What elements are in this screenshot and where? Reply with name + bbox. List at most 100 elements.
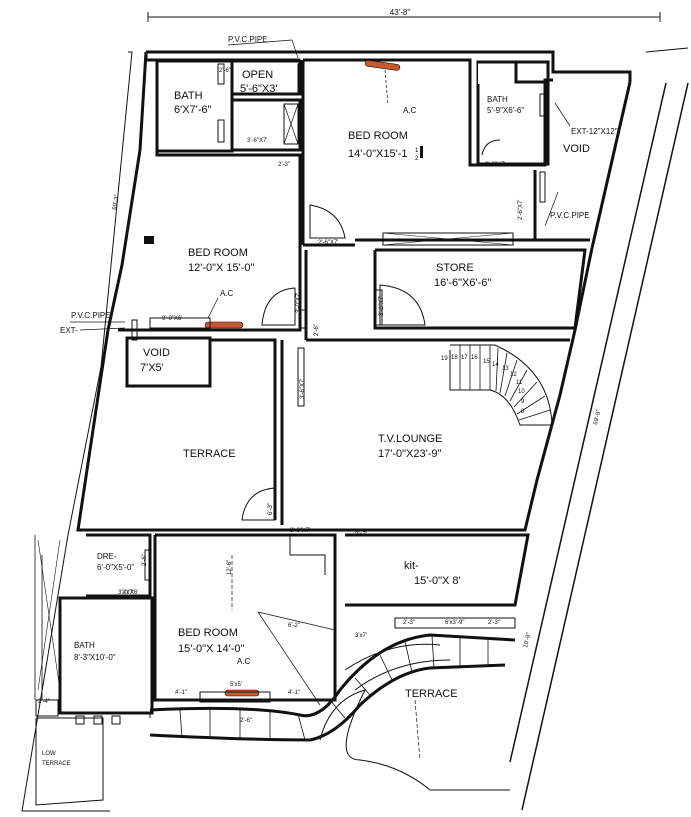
- right-depth-label-b: 10'-9": [523, 632, 532, 648]
- terrace-left-label: TERRACE: [183, 448, 236, 460]
- stair-8: 8: [521, 409, 525, 415]
- room-bath-top-left: BATH 6'X7'-6": [155, 59, 234, 153]
- staircase: 19 18 17 16 15 14 13 12 11 10 9 8: [441, 344, 553, 426]
- store-name: STORE: [436, 262, 474, 274]
- dim-d24: 4'-1": [288, 690, 300, 696]
- stair-15: 15: [483, 359, 490, 365]
- dim-d6: 2'-6"X7': [485, 162, 505, 168]
- pvc-pipe-left: P.V.C.PIPE EXT-: [60, 311, 126, 335]
- dim-d21: 3'x7': [355, 633, 367, 639]
- room-open: OPEN 5'-6"X3': [230, 59, 302, 152]
- ac-mid-label: A.C: [220, 289, 234, 298]
- dim-d10: 9'-0"X6': [162, 316, 182, 322]
- dim-d20: 2'-3": [488, 620, 500, 626]
- left-boundary: 69'-3": [21, 51, 133, 812]
- void-left-size: 7'X5': [140, 362, 164, 374]
- ext-left-label: EXT-: [60, 326, 78, 335]
- store-size: 16'-6"X6'-6": [434, 277, 491, 289]
- dim-d22: 6'-2": [288, 623, 300, 629]
- stair-14: 14: [492, 362, 499, 368]
- dim-d25: 2'-4": [38, 699, 50, 705]
- dim-d4: 2'-6"X7': [318, 240, 338, 246]
- room-store: STORE 16'-6"X6'-6": [373, 248, 587, 330]
- dim-d18: 6'x3'-9": [445, 620, 464, 626]
- void-right-label: VOID: [563, 143, 590, 155]
- dim-d27: 5'x5': [230, 682, 242, 688]
- dim-d28: 12'-6": [227, 560, 233, 575]
- overall-width-dimension: 43'-8": [147, 8, 661, 22]
- pvc-pipe-top-label: P.V.C.PIPE: [228, 35, 268, 44]
- bedroom-top-frac-num: 1: [415, 148, 419, 154]
- room-kitchen: kit- 15'-0"X 8' 3'x7' 3'x7' 2'-3" 6'x3'-…: [345, 532, 530, 639]
- room-terrace-bottom: TERRACE 2'-6": [149, 633, 516, 791]
- door-terrace-left: [241, 487, 276, 521]
- dim-d2: 2'-6": [314, 324, 320, 336]
- bedroom-mid-name: BED ROOM: [188, 247, 248, 259]
- bedroom-bottom-size: 15'-0"X 14'-0": [178, 643, 245, 655]
- terrace-bottom-label: TERRACE: [405, 688, 458, 700]
- window-marks: [131, 63, 547, 581]
- stair-16: 16: [471, 355, 478, 361]
- stair-13: 13: [502, 366, 509, 372]
- dim-d17: 3'x7': [355, 532, 367, 538]
- pvc-pipe-left-label: P.V.C.PIPE: [71, 311, 111, 320]
- dim-d14: 3'x7': [122, 590, 134, 596]
- stair-9: 9: [521, 399, 525, 405]
- bath-top-left-size: 6'X7'-6": [174, 104, 212, 116]
- stair-17: 17: [461, 355, 468, 361]
- open-size: 5'-6"X3': [240, 83, 277, 95]
- ac-unit-bottom: [224, 689, 260, 697]
- void-right: EXT-12"X12" VOID P.V.C.PIPE: [539, 102, 618, 227]
- dim-d12: 3'-6"X7': [300, 379, 306, 399]
- ac-unit-top: [364, 60, 401, 71]
- stair-11: 11: [516, 380, 523, 386]
- pvc-pipe-top: P.V.C.PIPE: [227, 35, 299, 59]
- tv-lounge-size: 17'-0"X23'-9": [378, 448, 441, 460]
- right-depth-label-a: 69'-9": [593, 409, 602, 425]
- dim-d26: 2'-6": [240, 718, 252, 724]
- bath-top-left-name: BATH: [174, 90, 203, 102]
- door-bedroom-top: [309, 204, 346, 239]
- room-low-terrace: LOW TERRACE: [35, 717, 104, 806]
- dim-d13: 3'-6"X7': [290, 528, 310, 534]
- low-terrace-line1: LOW: [42, 751, 56, 757]
- ext-top-right-label: EXT-12"X12": [571, 127, 618, 136]
- bath-top-right-size: 5'-9"X6'-6": [487, 106, 524, 115]
- ac-bottom-label: A.C: [237, 657, 251, 666]
- pvc-pipe-right-label: P.V.C.PIPE: [550, 211, 590, 220]
- stair-18: 18: [451, 355, 458, 361]
- ac-top-label: A.C: [403, 106, 417, 115]
- room-dress: DRE- 6'-0"X5'-0" 3'-0"X6': [86, 533, 152, 598]
- stair-10: 10: [518, 389, 525, 395]
- dim-d11: 3'-0"X7': [296, 293, 302, 313]
- room-bedroom-mid: BED ROOM 12'-0"X 15'-0" A.C 2'-3" 9'-0"X…: [118, 150, 302, 332]
- left-depth-label: 69'-3": [112, 194, 121, 210]
- room-bedroom-bottom: BED ROOM 15'-0"X 14'-0" A.C 5'x5' 3'-6"X…: [75, 528, 337, 725]
- overall-width-label: 43'-8": [390, 8, 411, 17]
- room-void-left: VOID 7'X5': [125, 336, 212, 388]
- bath-bottom-size: 8'-3"X10'-0": [74, 653, 116, 662]
- bath-bottom-name: BATH: [74, 641, 95, 650]
- dress-name: DRE-: [97, 552, 117, 561]
- tv-lounge-name: T.V.LOUNGE: [378, 433, 442, 445]
- dim-d15: 6'-3": [268, 503, 274, 515]
- stair-12: 12: [510, 372, 517, 378]
- dim-d9: 3'-0"X6': [118, 590, 138, 596]
- dim-d5: 3'-6"X7': [247, 138, 267, 144]
- void-left-name: VOID: [143, 347, 170, 359]
- stair-19: 19: [441, 356, 448, 362]
- room-terrace-left: TERRACE 3'-6"X7': [183, 338, 306, 521]
- wardrobe-top: [382, 232, 514, 246]
- room-bath-top-right: BATH 5'-9"X6'-6" 2'-6"X7': [476, 60, 550, 168]
- dress-size: 6'-0"X5'-0": [97, 563, 134, 572]
- ac-unit-mid: [204, 321, 244, 329]
- bath-top-right-name: BATH: [487, 95, 508, 104]
- dim-d23: 4'-1": [175, 690, 187, 696]
- room-tv-lounge: T.V.LOUNGE 17'-0"X23'-9": [280, 415, 442, 525]
- bedroom-mid-size: 12'-0"X 15'-0": [188, 262, 255, 274]
- dim-d3: 2'-3": [278, 162, 290, 168]
- door-bedroom-mid: [261, 287, 296, 326]
- kitchen-name: kit-: [404, 560, 419, 572]
